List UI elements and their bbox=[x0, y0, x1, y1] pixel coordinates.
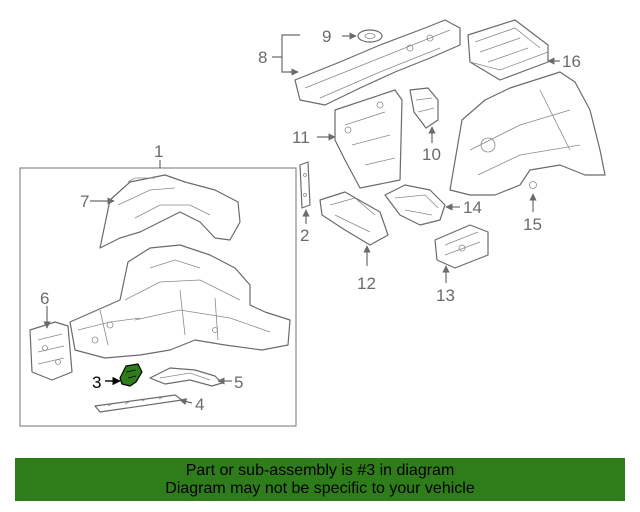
callout-9: 9 bbox=[322, 27, 331, 46]
assembly-inset-box bbox=[19, 167, 297, 427]
part-3-highlighted bbox=[119, 363, 143, 387]
callout-15: 15 bbox=[523, 215, 542, 234]
part-2-bracket bbox=[299, 161, 311, 209]
callout-14: 14 bbox=[463, 198, 482, 217]
callout-16: 16 bbox=[562, 52, 581, 71]
part-13-bracket bbox=[434, 224, 489, 269]
callout-4: 4 bbox=[195, 395, 204, 414]
callout-11: 11 bbox=[292, 128, 310, 147]
callout-12: 12 bbox=[357, 274, 376, 293]
callout-13: 13 bbox=[436, 286, 455, 305]
part-10-bracket bbox=[409, 87, 439, 129]
part-4-rail bbox=[94, 394, 183, 413]
part-12-reinforcement bbox=[319, 191, 389, 246]
callout-7: 7 bbox=[80, 192, 89, 211]
part-9-plate bbox=[357, 29, 383, 43]
part-5-brace bbox=[149, 367, 223, 387]
callout-3: 3 bbox=[92, 373, 101, 392]
callout-8: 8 bbox=[258, 48, 267, 67]
part-16-tray bbox=[467, 19, 549, 81]
callout-1: 1 bbox=[154, 142, 163, 161]
part-6-bracket bbox=[29, 321, 73, 381]
part-11-panel bbox=[334, 89, 403, 189]
part-14-brace bbox=[384, 184, 446, 226]
callout-6: 6 bbox=[40, 289, 49, 308]
callout-2: 2 bbox=[300, 226, 309, 245]
banner-line-1: Part or sub-assembly is #3 in diagram bbox=[185, 462, 455, 479]
highlight-banner: Part or sub-assembly is #3 in diagram Di… bbox=[15, 458, 625, 501]
banner-line-2: Diagram may not be specific to your vehi… bbox=[165, 480, 475, 497]
part-7-wheelhouse-upper bbox=[99, 174, 241, 249]
callout-5: 5 bbox=[234, 373, 243, 392]
part-15-wheelhouse bbox=[449, 71, 606, 196]
callout-10: 10 bbox=[422, 145, 441, 164]
part-1-apron-assembly bbox=[69, 244, 291, 359]
part-8-upper-rail bbox=[294, 19, 461, 106]
